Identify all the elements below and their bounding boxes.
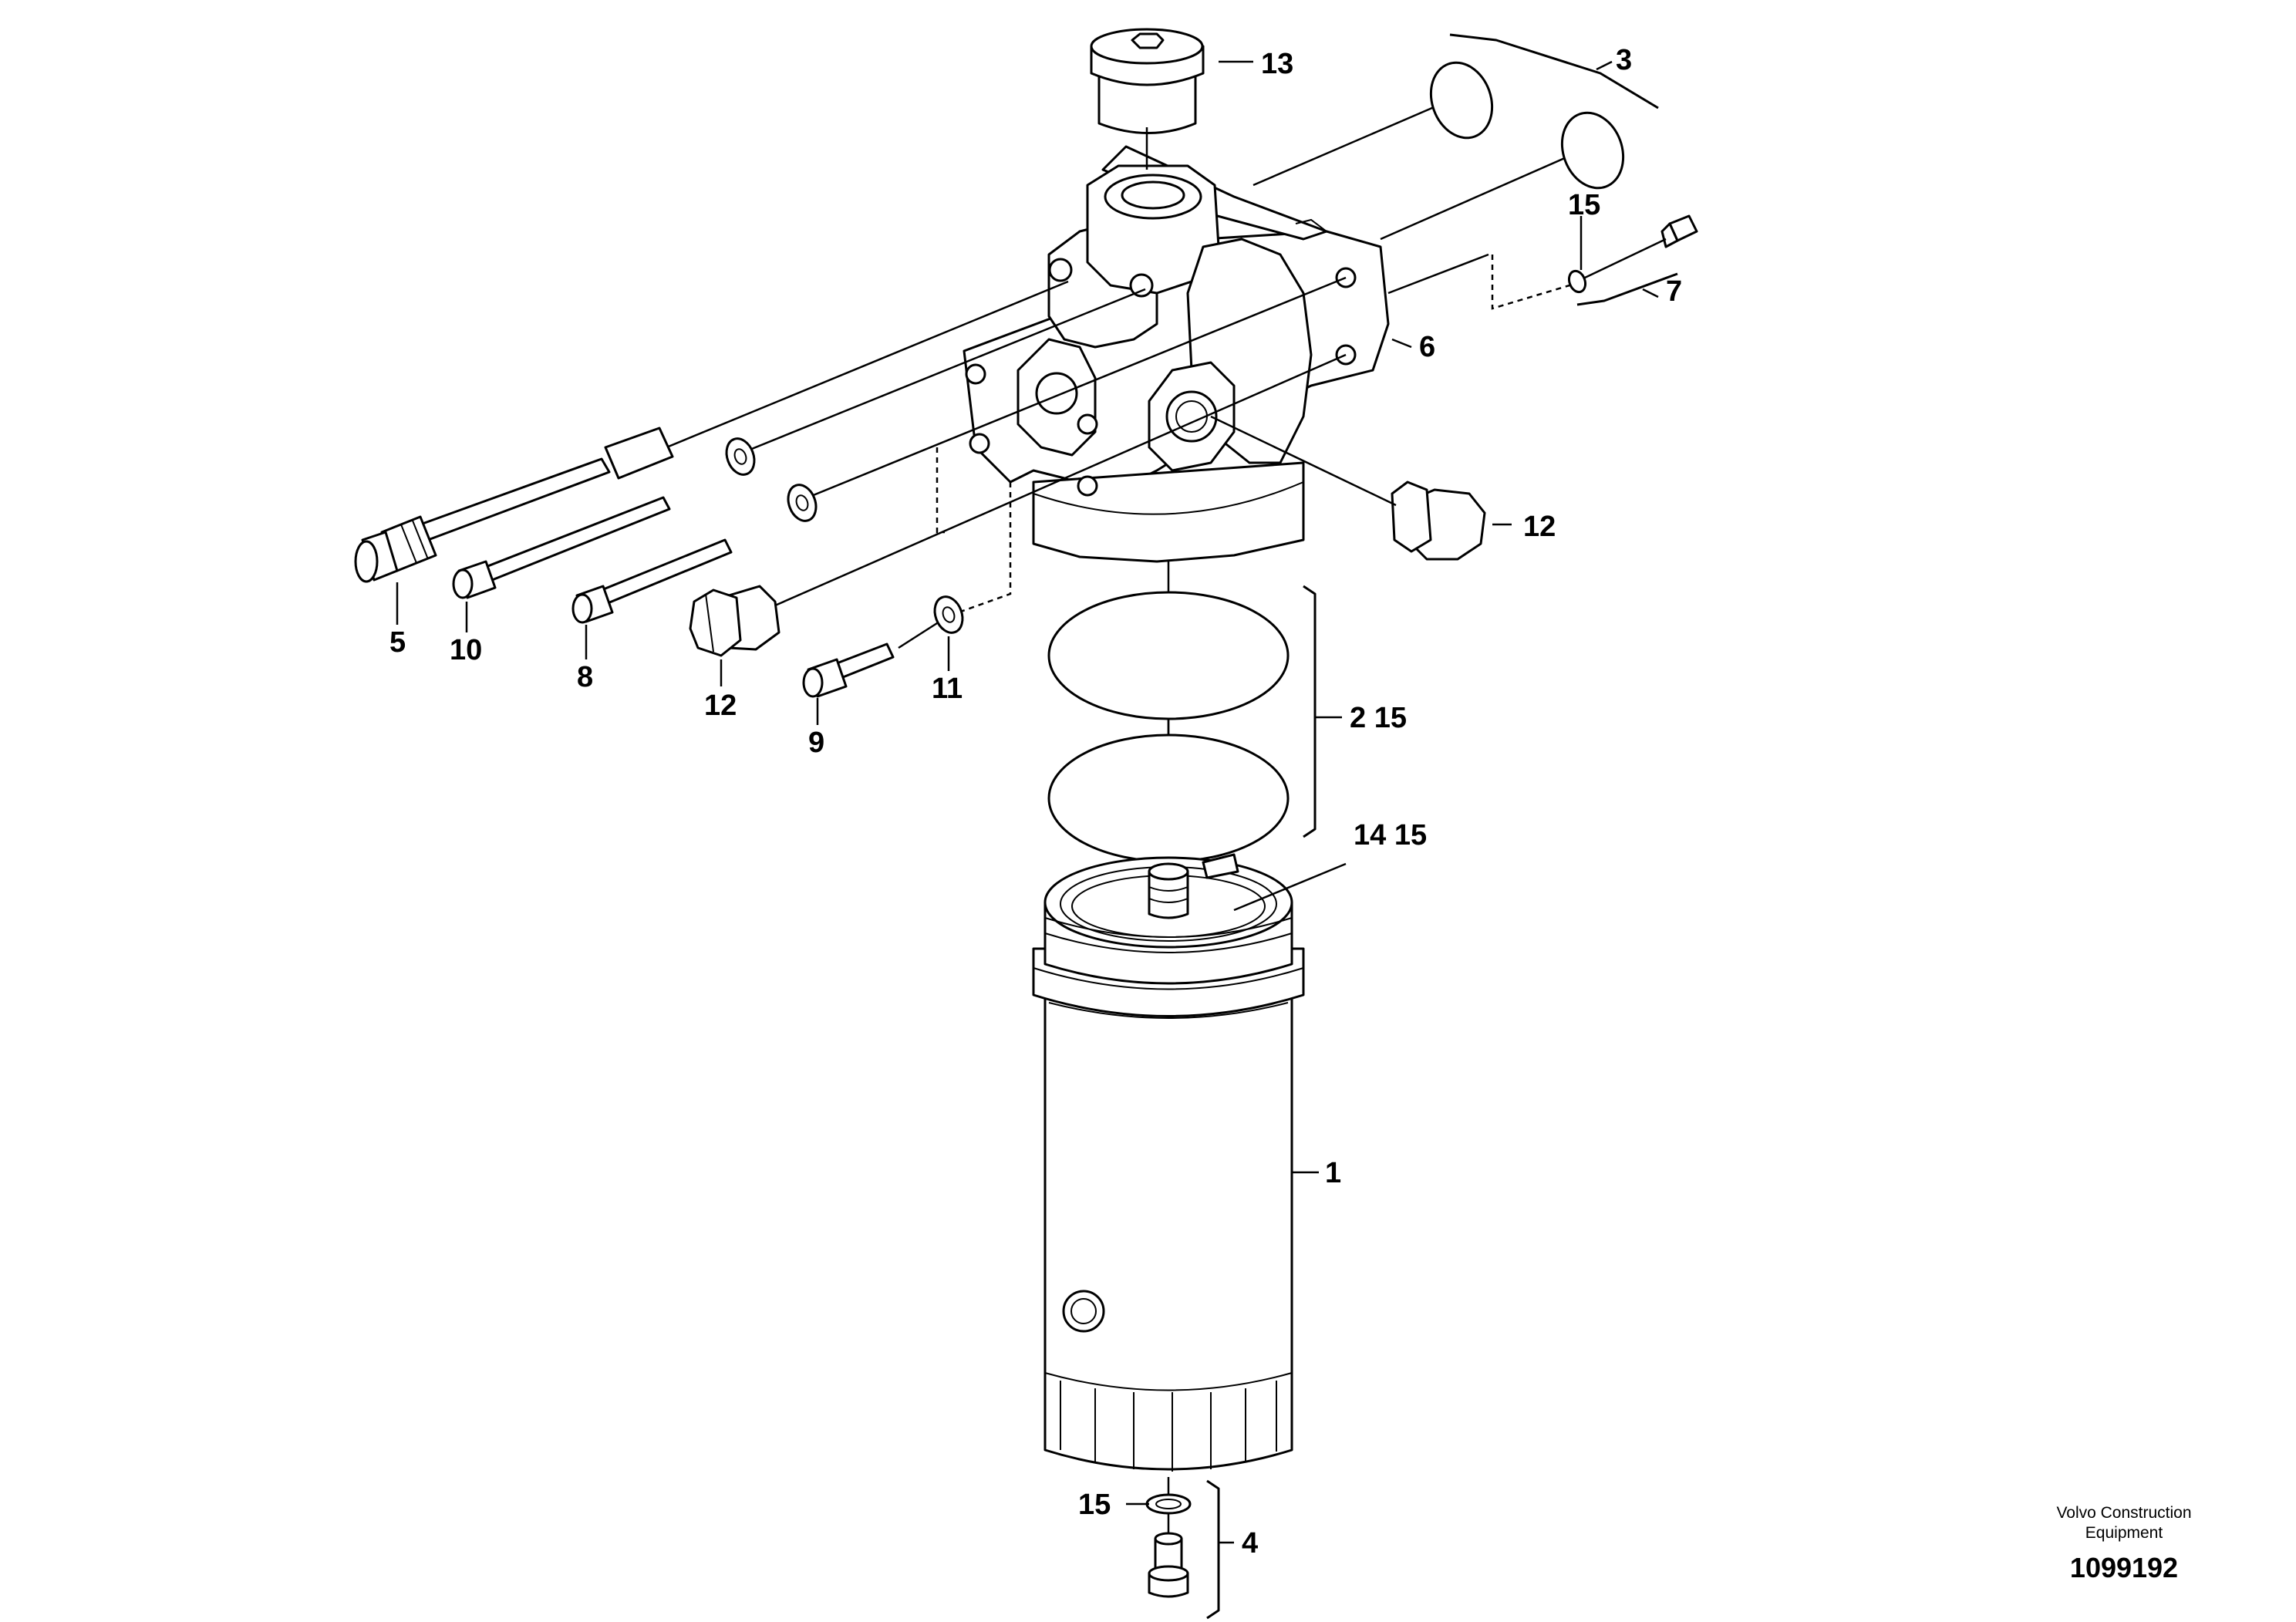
filter-cartridge — [1032, 853, 1305, 1500]
document-number: 1099192 — [2070, 1552, 2178, 1583]
callout-5: 5 — [389, 626, 406, 659]
callout-12-left: 12 — [704, 690, 737, 722]
screw-9-washer-11 — [802, 482, 1012, 698]
brand-line-1: Volvo Construction — [2056, 1504, 2191, 1522]
callout-8: 8 — [577, 661, 593, 693]
callout-6: 6 — [1419, 331, 1435, 363]
callout-15-top: 15 — [1568, 189, 1600, 221]
footer-block: Volvo Construction Equipment 1099192 — [2056, 1504, 2191, 1583]
callout-9: 9 — [808, 727, 824, 759]
callout-13: 13 — [1261, 48, 1293, 80]
pipe-union-5 — [354, 280, 1069, 583]
callout-3: 3 — [1616, 44, 1632, 76]
tube-lines — [1253, 99, 1574, 295]
brand-line-2: Equipment — [2085, 1524, 2163, 1542]
callout-10: 10 — [450, 634, 482, 666]
filter-housing — [963, 145, 1390, 563]
callout-11: 11 — [932, 673, 963, 705]
callout-2-15: 2 15 — [1350, 702, 1407, 734]
plug-12-left — [689, 353, 1347, 657]
callout-1: 1 — [1325, 1157, 1341, 1189]
callout-7: 7 — [1666, 275, 1682, 308]
fitting-7 — [1491, 214, 1698, 310]
callout-4: 4 — [1242, 1527, 1258, 1560]
plug-13 — [1090, 28, 1205, 170]
drain-plug-4 — [1145, 1493, 1192, 1598]
screw-10 — [452, 288, 1146, 599]
callout-15-bottom: 15 — [1078, 1489, 1111, 1521]
plug-12-right — [1210, 415, 1486, 561]
seal-rings-2 — [1047, 591, 1290, 863]
callout-12-right: 12 — [1523, 511, 1556, 543]
seal-rings — [1429, 61, 1625, 190]
leader-lines — [396, 33, 1678, 1620]
screw-8 — [571, 276, 1347, 624]
callout-14-15: 14 15 — [1354, 819, 1427, 851]
callout-labels: 13 3 15 7 6 12 5 10 8 12 9 11 2 15 14 15… — [389, 44, 1682, 1560]
